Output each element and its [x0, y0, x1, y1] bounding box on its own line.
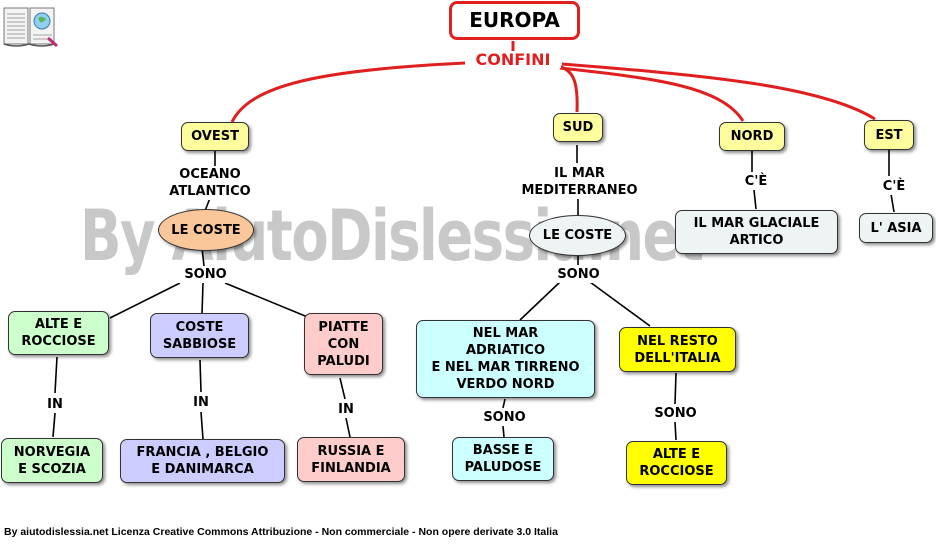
south-branch-1-sono: SONO [477, 409, 532, 426]
north-node: NORD [719, 122, 785, 151]
south-node: SUD [553, 113, 603, 142]
north-target-node: IL MAR GLACIALE ARTICO [675, 210, 838, 254]
north-link-label: C'È [737, 173, 775, 190]
south-sea-label: IL MAR MEDITERRANEO [512, 165, 647, 199]
south-branch-1-desc: BASSE E PALUDOSE [452, 437, 554, 481]
west-branch-1-places: NORVEGIA E SCOZIA [1, 438, 103, 483]
south-branch-1-type: NEL MAR ADRIATICO E NEL MAR TIRRENO VERD… [416, 320, 595, 398]
footer-license: By aiutodislessia.net Licenza Creative C… [4, 526, 558, 538]
south-branch-2-type: NEL RESTO DELL'ITALIA [619, 327, 736, 372]
west-ocean-label: OCEANO ATLANTICO [150, 166, 270, 200]
west-branch-3-in: IN [331, 401, 361, 418]
west-coste-node: LE COSTE [158, 209, 254, 251]
east-link-label: C'È [875, 178, 913, 195]
west-branch-2-in: IN [186, 394, 216, 411]
south-sono-label: SONO [551, 266, 606, 283]
south-coste-node: LE COSTE [529, 215, 626, 256]
west-branch-3-places: RUSSIA E FINLANDIA [297, 437, 405, 482]
west-branch-1-type: ALTE E ROCCIOSE [8, 311, 109, 355]
west-sono-label: SONO [178, 266, 233, 283]
south-branch-2-desc: ALTE E ROCCIOSE [626, 441, 727, 485]
west-branch-1-in: IN [40, 396, 70, 413]
confini-label: CONFINI [465, 51, 561, 68]
logo-book-icon [2, 2, 58, 48]
title-europa: EUROPA [449, 1, 580, 40]
west-branch-3-type: PIATTE CON PALUDI [304, 313, 383, 375]
west-node: OVEST [181, 122, 249, 151]
west-branch-2-places: FRANCIA , BELGIO E DANIMARCA [120, 439, 285, 483]
west-branch-2-type: COSTE SABBIOSE [150, 313, 249, 358]
east-target-node: L' ASIA [859, 213, 933, 243]
south-branch-2-sono: SONO [648, 405, 703, 422]
east-node: EST [864, 120, 914, 150]
